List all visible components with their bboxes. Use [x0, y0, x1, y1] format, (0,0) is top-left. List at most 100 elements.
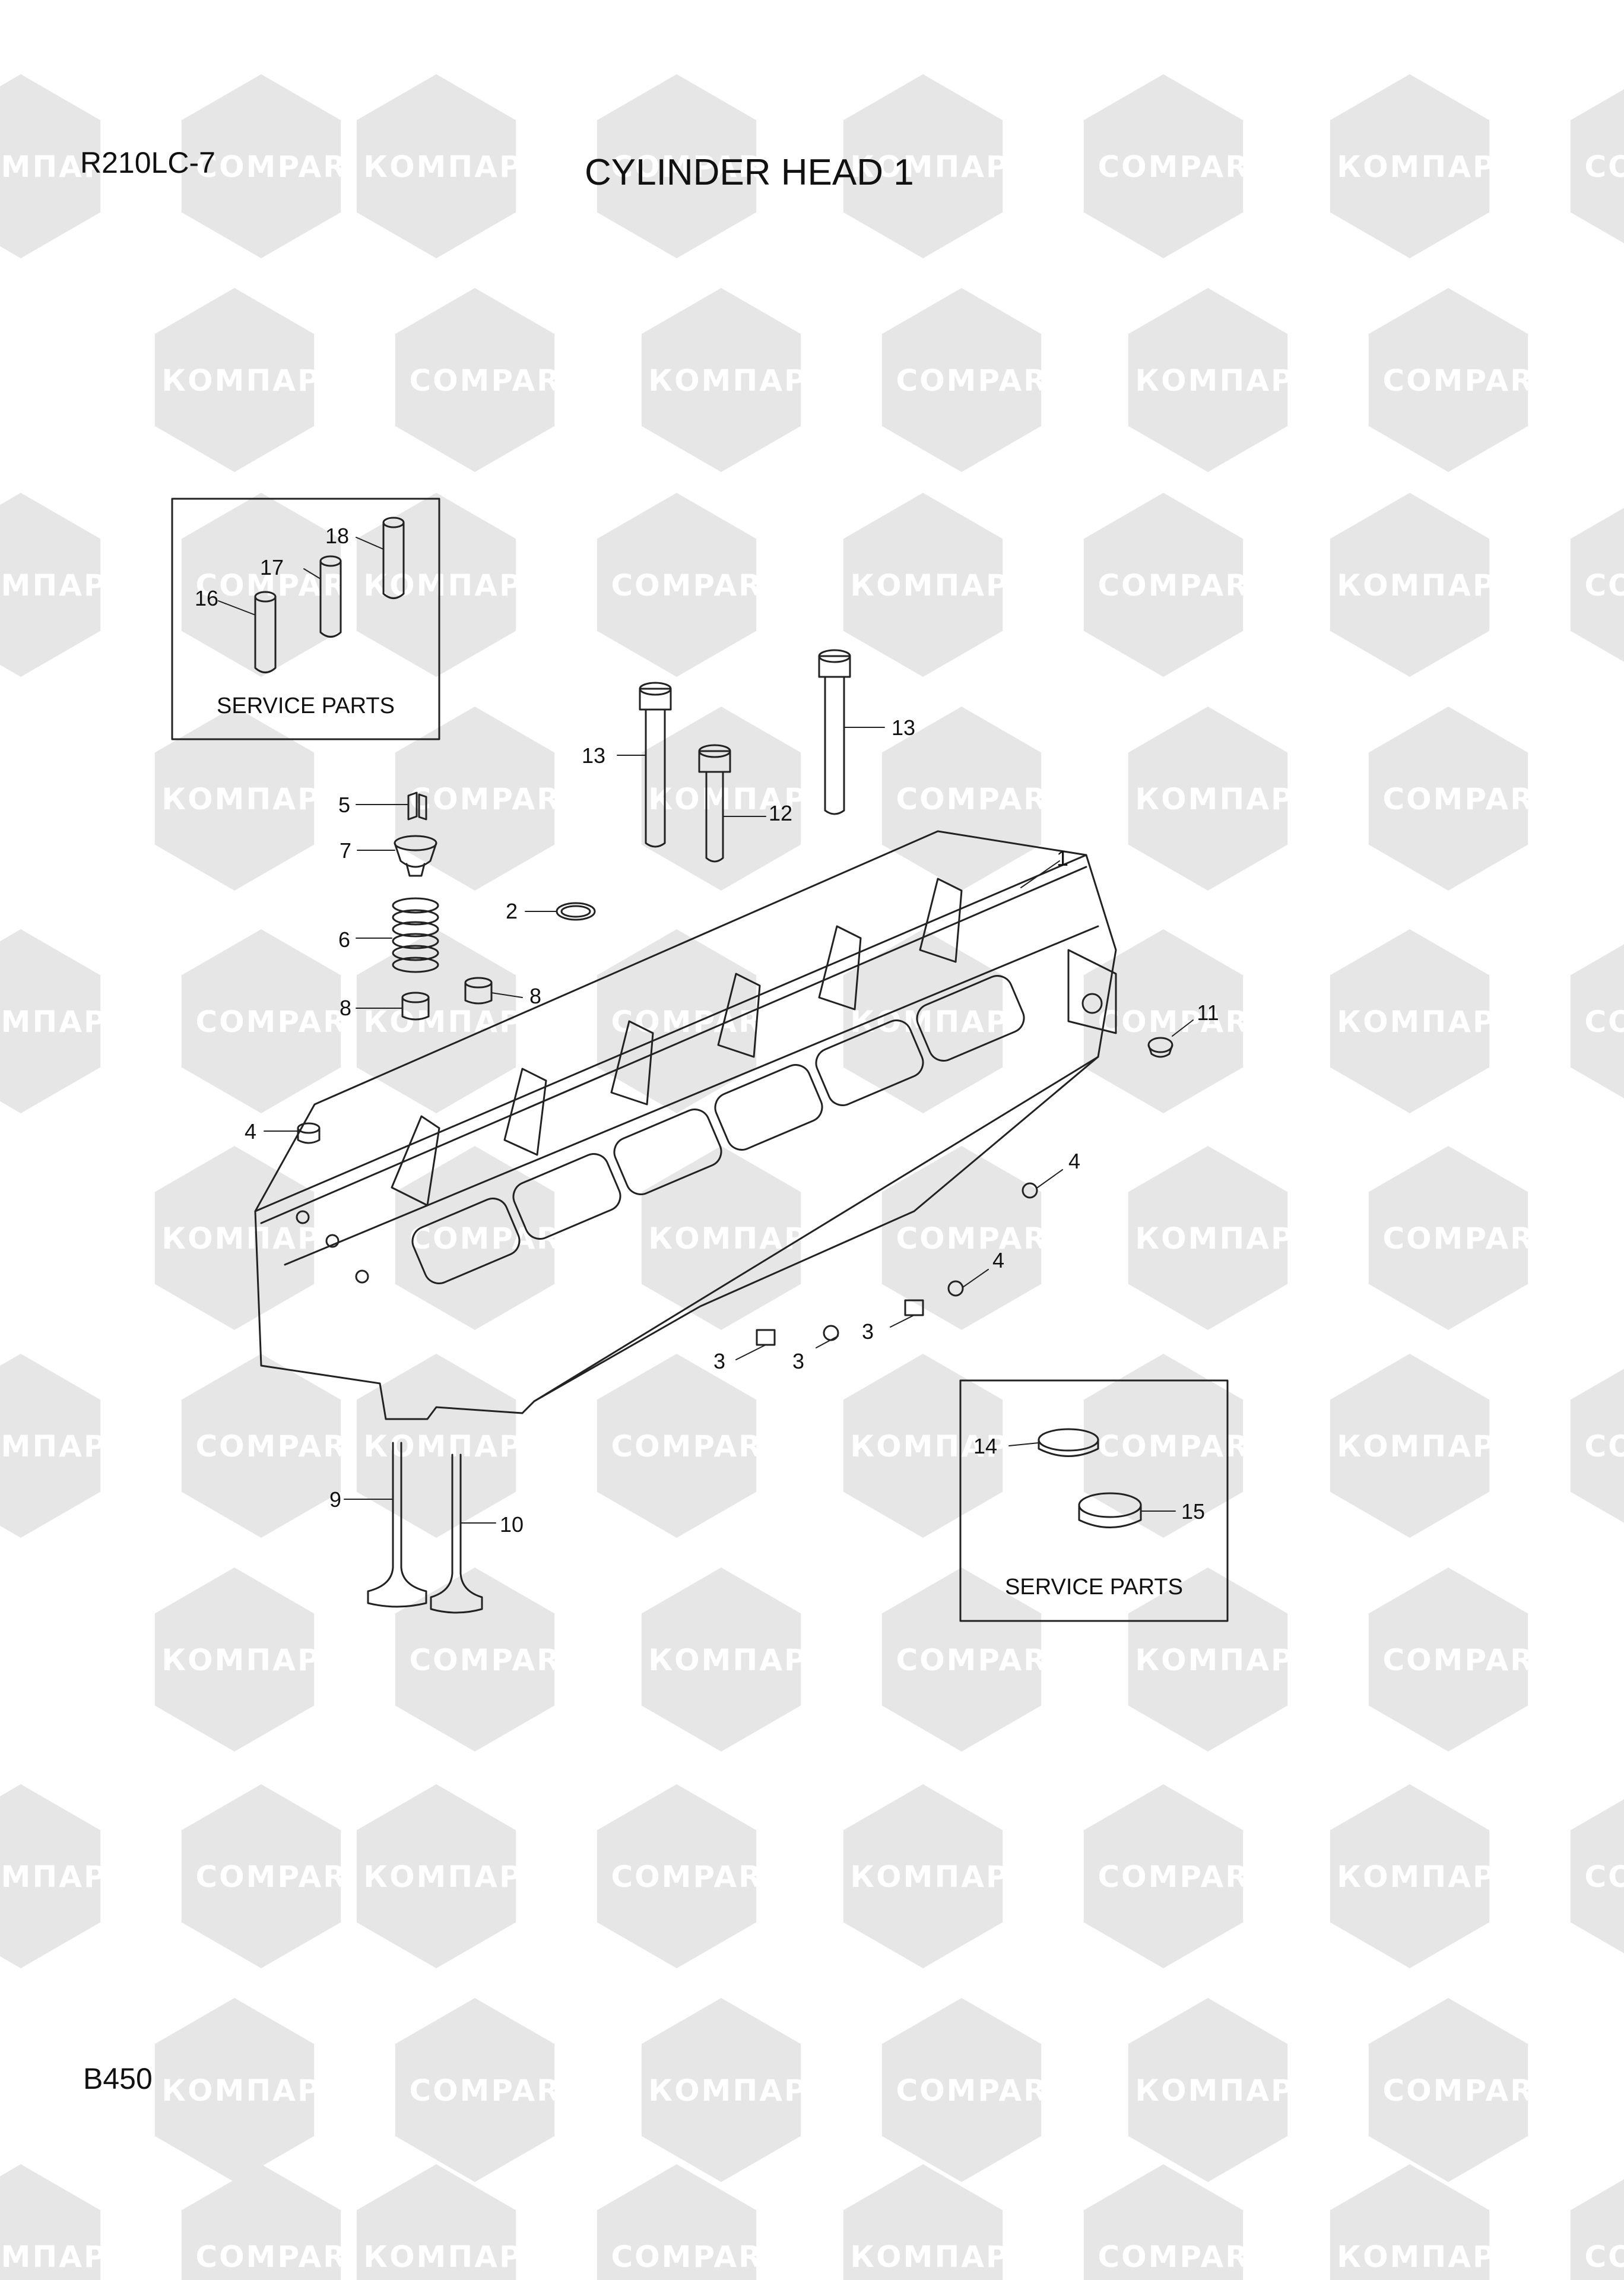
- svg-text:КОМПАРТ: КОМПАРТ: [648, 2073, 829, 2108]
- svg-text:КОМПАРТ: КОМПАРТ: [648, 1221, 829, 1256]
- callout-11: 11: [1197, 1000, 1219, 1025]
- part-17-guide-pin: [319, 555, 342, 638]
- svg-text:КОМПАРТ: КОМПАРТ: [850, 1429, 1031, 1464]
- svg-text:КОМПАРТ: КОМПАРТ: [363, 1005, 544, 1039]
- callout-1: 1: [1056, 846, 1069, 870]
- service-parts-caption-1: SERVICE PARTS: [217, 694, 395, 718]
- svg-text:КОМПАРТ: КОМПАРТ: [850, 150, 1031, 184]
- callout-4: 4: [1068, 1149, 1081, 1173]
- svg-text:КОМПАРТ: КОМПАРТ: [363, 1860, 544, 1894]
- svg-text:КОМПАРТ: КОМПАРТ: [0, 2240, 129, 2274]
- svg-text:COMPART: COMPART: [1382, 1643, 1555, 1677]
- part-10-valve: [430, 1454, 483, 1614]
- svg-text:КОМПАРТ: КОМПАРТ: [161, 363, 342, 398]
- watermark-logo: КОМПАРТ COMPART: [0, 929, 368, 1113]
- svg-text:COMPART: COMPART: [195, 2240, 368, 2274]
- svg-text:КОМПАРТ: КОМПАРТ: [161, 782, 342, 816]
- svg-text:COMPART: COMPART: [195, 1429, 368, 1464]
- callout-12: 12: [768, 801, 793, 825]
- svg-text:COMPART: COMPART: [1098, 1429, 1270, 1464]
- svg-text:COMPART: COMPART: [195, 1860, 368, 1894]
- svg-text:COMPART: COMPART: [1584, 1429, 1624, 1464]
- callout-14: 14: [973, 1434, 998, 1458]
- part-4-plug-side-1: [1022, 1182, 1038, 1199]
- svg-text:COMPART: COMPART: [1382, 2073, 1555, 2108]
- callout-5: 5: [338, 793, 351, 817]
- svg-text:COMPART: COMPART: [409, 1221, 582, 1256]
- part-8-valve-stem-seal-right: [464, 977, 493, 1005]
- part-3-plug-side-1: [904, 1299, 924, 1316]
- part-4-plug: [297, 1122, 321, 1144]
- svg-text:КОМПАРТ: КОМПАРТ: [161, 2073, 342, 2108]
- callout-10: 10: [499, 1512, 524, 1537]
- watermark-logo: КОМПАРТ COMPART: [1128, 1568, 1555, 1752]
- svg-text:COMPART: COMPART: [195, 568, 368, 603]
- svg-text:COMPART: COMPART: [195, 1005, 368, 1039]
- svg-text:КОМПАРТ: КОМПАРТ: [850, 1860, 1031, 1894]
- svg-text:COMPART: COMPART: [611, 568, 784, 603]
- svg-text:COMPART: COMPART: [896, 1221, 1068, 1256]
- part-18-guide-pin: [382, 517, 405, 599]
- svg-text:COMPART: COMPART: [1098, 1005, 1270, 1039]
- svg-text:КОМПАРТ: КОМПАРТ: [363, 568, 544, 603]
- svg-text:КОМПАРТ: КОМПАРТ: [1135, 1643, 1316, 1677]
- svg-text:COMPART: COMPART: [611, 150, 784, 184]
- svg-text:КОМПАРТ: КОМПАРТ: [1337, 568, 1518, 603]
- callout-15: 15: [1181, 1499, 1206, 1524]
- svg-text:КОМПАРТ: КОМПАРТ: [0, 1860, 129, 1894]
- svg-text:КОМПАРТ: КОМПАРТ: [850, 2240, 1031, 2274]
- svg-text:COMPART: COMPART: [1382, 1221, 1555, 1256]
- svg-text:COMPART: COMPART: [1584, 1860, 1624, 1894]
- svg-text:КОМПАРТ: КОМПАРТ: [0, 1429, 129, 1464]
- callout-4: 4: [992, 1248, 1005, 1272]
- svg-text:КОМПАРТ: КОМПАРТ: [0, 150, 129, 184]
- part-2-o-ring: [556, 902, 596, 921]
- svg-text:COMPART: COMPART: [1584, 1005, 1624, 1039]
- callout-8: 8: [339, 996, 352, 1020]
- part-3-plug-side-2: [756, 1329, 776, 1346]
- svg-text:COMPART: COMPART: [896, 782, 1068, 816]
- svg-text:COMPART: COMPART: [896, 2073, 1068, 2108]
- watermark-logo: КОМПАРТ COMPART: [1128, 1998, 1555, 2182]
- callout-6: 6: [338, 927, 351, 952]
- watermark-logo: КОМПАРТ COMPART: [641, 1998, 1068, 2182]
- service-parts-box-1: [171, 498, 440, 740]
- callout-3: 3: [792, 1349, 805, 1373]
- svg-text:КОМПАРТ: КОМПАРТ: [161, 1643, 342, 1677]
- svg-text:COMPART: COMPART: [896, 1643, 1068, 1677]
- watermark-logo: КОМПАРТ COMPART: [641, 1568, 1068, 1752]
- svg-text:COMPART: COMPART: [1584, 568, 1624, 603]
- svg-text:COMPART: COMPART: [1382, 782, 1555, 816]
- svg-text:COMPART: COMPART: [611, 2240, 784, 2274]
- callout-9: 9: [329, 1487, 342, 1512]
- callout-4: 4: [244, 1119, 257, 1144]
- svg-text:КОМПАРТ: КОМПАРТ: [1135, 2073, 1316, 2108]
- svg-text:КОМПАРТ: КОМПАРТ: [850, 568, 1031, 603]
- service-parts-caption-2: SERVICE PARTS: [1005, 1575, 1183, 1600]
- part-1-cylinder-head: [254, 830, 1117, 1420]
- part-14-ring: [1038, 1428, 1099, 1457]
- part-9-valve: [367, 1442, 427, 1608]
- svg-text:COMPART: COMPART: [195, 150, 368, 184]
- part-4-plug-side-3: [823, 1325, 839, 1341]
- svg-text:КОМПАРТ: КОМПАРТ: [0, 1005, 129, 1039]
- watermark-logo: КОМПАРТ COMPART: [0, 2164, 368, 2280]
- callout-7: 7: [339, 838, 352, 863]
- svg-text:КОМПАРТ: КОМПАРТ: [648, 1643, 829, 1677]
- callout-8: 8: [529, 984, 542, 1008]
- part-8-valve-stem-seal-left: [401, 992, 430, 1021]
- watermark-logo: КОМПАРТ COMPART: [1330, 493, 1624, 677]
